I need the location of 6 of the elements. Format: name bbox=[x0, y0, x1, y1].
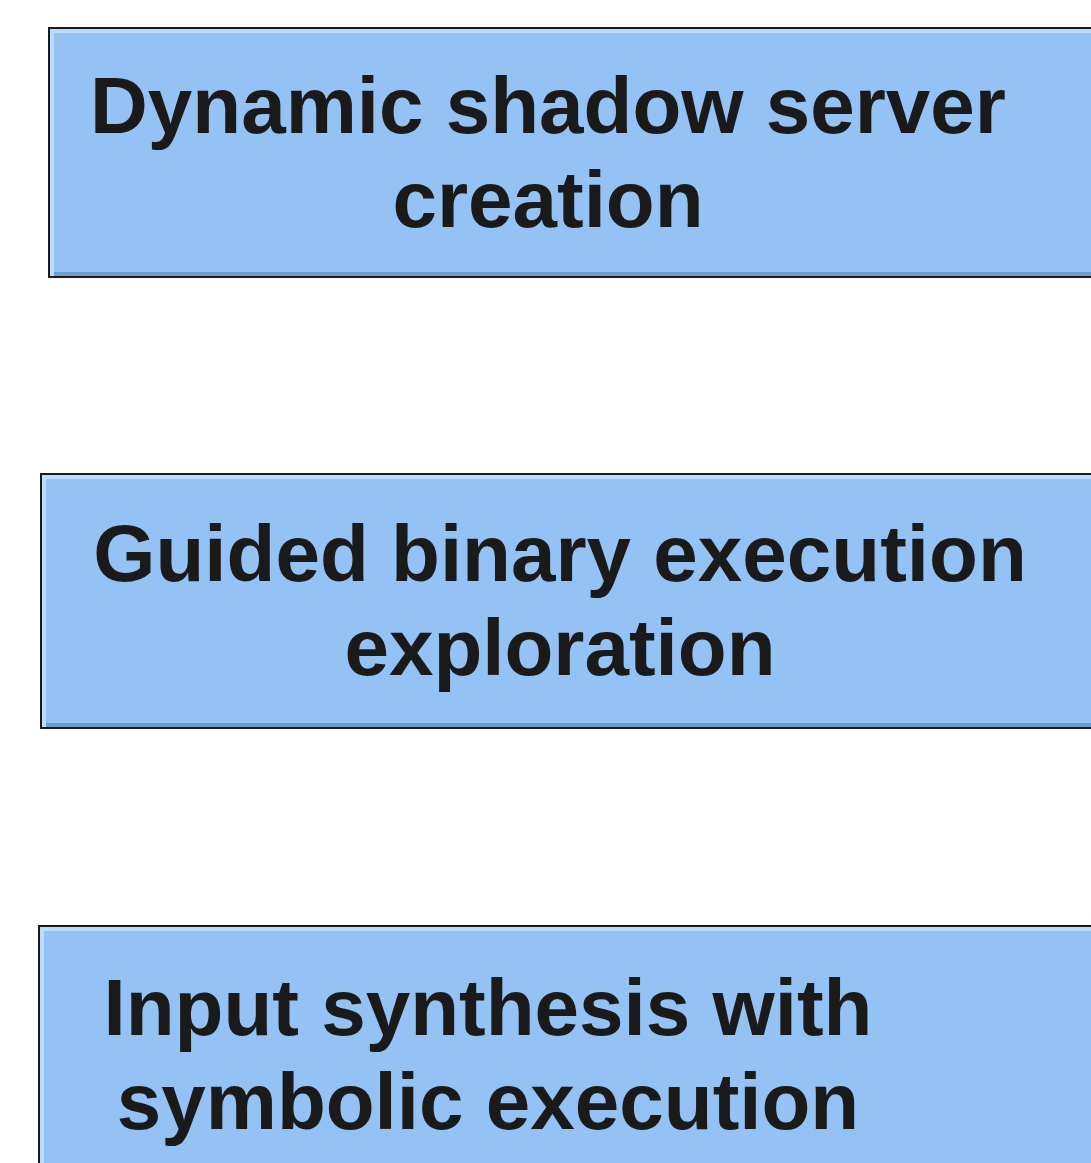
process-box bbox=[40, 473, 1091, 729]
process-box bbox=[38, 925, 1091, 1163]
box-label: Input synthesis with symbolic execution bbox=[102, 962, 874, 1148]
box-label: Dynamic shadow server creation bbox=[89, 59, 1007, 246]
box-label: Guided binary execution exploration bbox=[92, 508, 1028, 694]
process-box bbox=[48, 27, 1091, 278]
